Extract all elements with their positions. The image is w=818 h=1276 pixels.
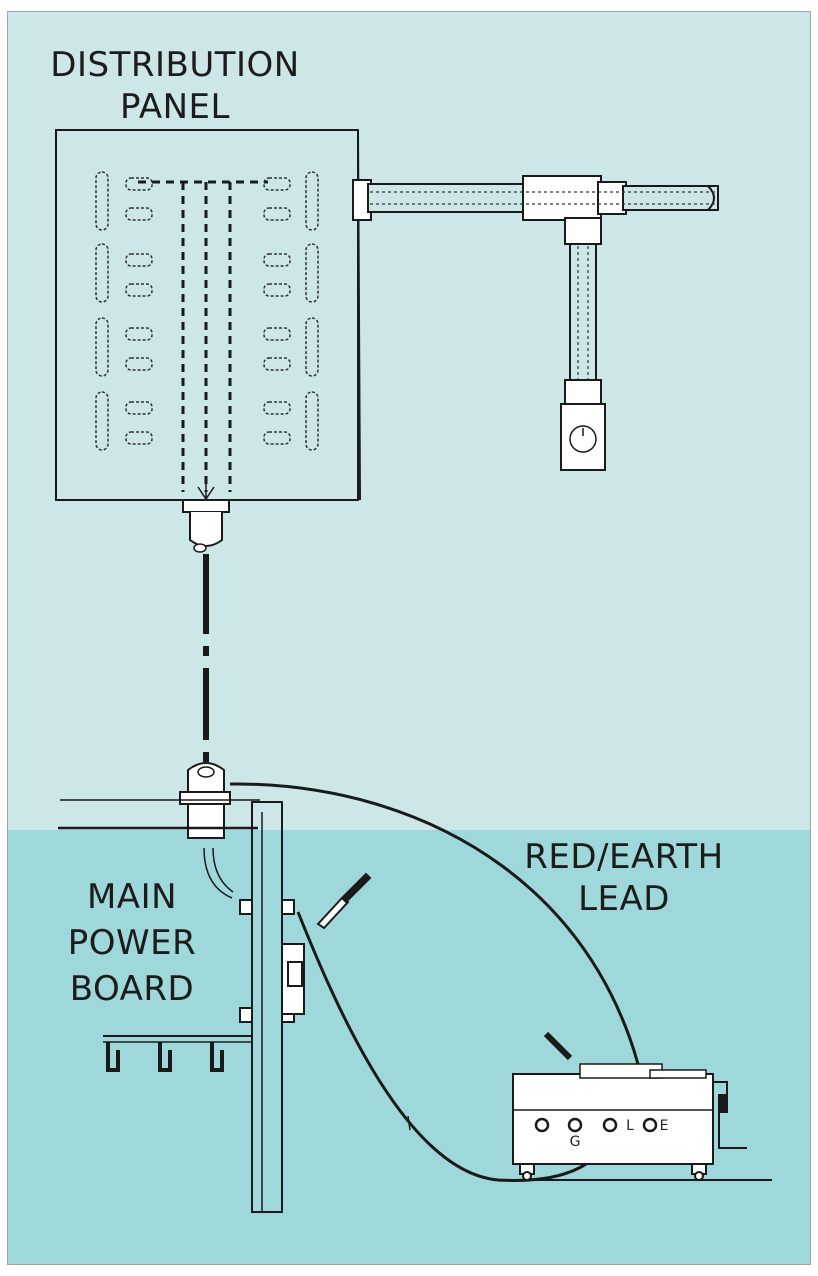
main-board-label-line3: BOARD <box>70 969 194 1009</box>
main-board-label-line2: POWER <box>68 923 197 963</box>
breaker <box>263 431 291 445</box>
terminal-g-label: G <box>570 1134 581 1150</box>
breaker <box>125 207 153 221</box>
breaker <box>125 177 153 191</box>
breaker <box>263 327 291 341</box>
breaker <box>263 253 291 267</box>
terminal-e-label: E <box>660 1118 669 1134</box>
main-power-board <box>203 801 305 1213</box>
breaker <box>263 207 291 221</box>
board-hooks <box>103 1035 253 1072</box>
distribution-label-line2: PANEL <box>120 87 230 127</box>
breaker <box>263 357 291 371</box>
breaker <box>125 431 153 445</box>
breaker <box>263 177 291 191</box>
distribution-label-line1: DISTRIBUTION <box>50 45 299 85</box>
main-board-label-line1: MAIN <box>87 877 177 917</box>
red-earth-lead-cable <box>229 782 652 1123</box>
breaker <box>125 401 153 415</box>
red-earth-label-line2: LEAD <box>578 879 670 919</box>
breaker <box>263 283 291 297</box>
diagram-canvas: DISTRIBUTION PANEL <box>8 12 810 1264</box>
breaker <box>125 327 153 341</box>
red-earth-label-line1: RED/EARTH <box>524 837 723 877</box>
test-instrument: G L E <box>494 1031 772 1181</box>
lower-background <box>8 830 810 1264</box>
panel-feed-connector <box>182 499 230 553</box>
breaker <box>125 283 153 297</box>
breaker <box>125 253 153 267</box>
probe-tool <box>316 872 372 930</box>
distribution-panel <box>55 129 361 501</box>
wall-outlet <box>560 403 606 471</box>
board-shelf <box>58 799 260 830</box>
breaker <box>125 357 153 371</box>
terminal-l-label: L <box>626 1118 634 1134</box>
conduit-pipe <box>352 175 719 407</box>
breaker <box>263 401 291 415</box>
diagram-frame: DISTRIBUTION PANEL <box>7 11 811 1265</box>
board-connector <box>179 762 231 839</box>
